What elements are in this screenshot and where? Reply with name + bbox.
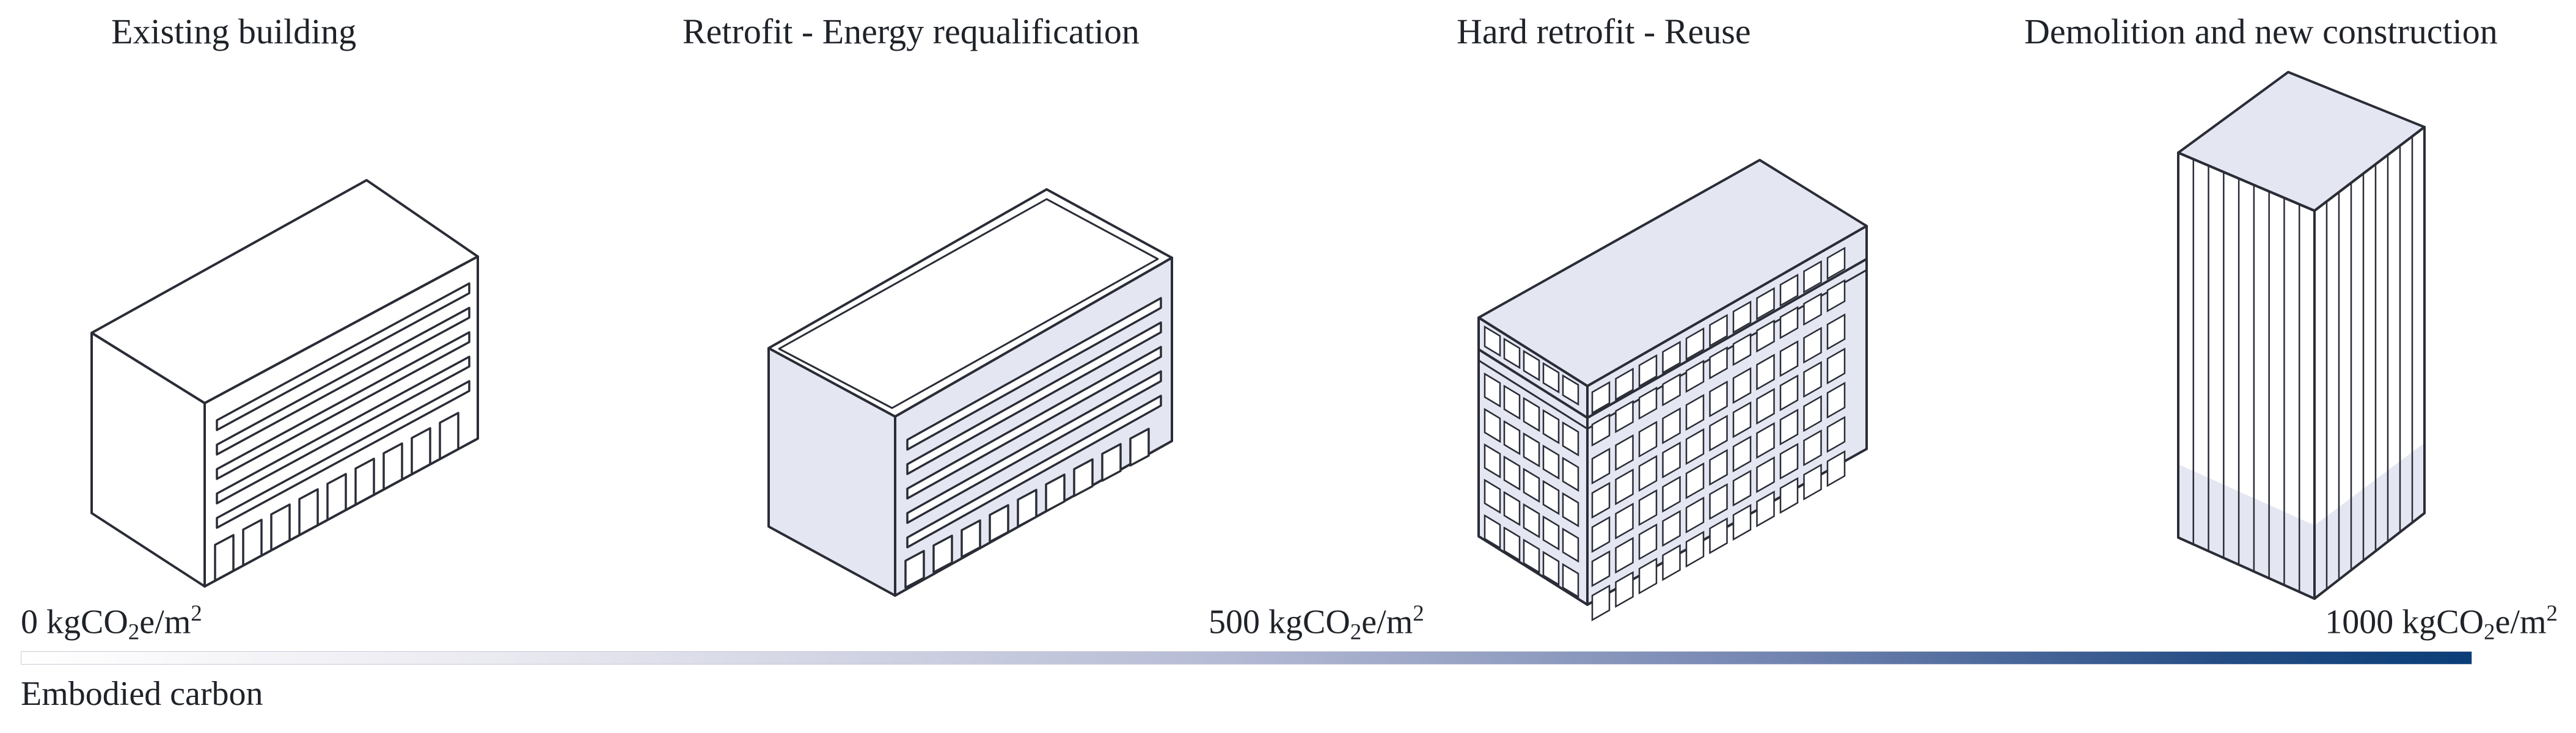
window-pane [1756,490,1775,528]
window-pane [1732,503,1752,541]
window-pane [1638,454,1658,492]
window-pane [1826,348,1846,385]
window-pane [1732,469,1752,507]
window-pane [1615,468,1634,506]
window-pane [1803,293,1822,326]
window-pane [1685,462,1705,500]
window-pane [1615,399,1634,434]
window-pane [1685,393,1705,431]
window-pane [1591,584,1611,622]
window-pane [1615,536,1634,574]
window-pane [1779,273,1799,307]
embodied-carbon-gradient-bar [21,651,2472,665]
window-pane [1803,260,1822,294]
window-pane [1779,476,1799,514]
window-pane [1638,523,1658,561]
window-pane [1662,544,1681,582]
window-pane [1709,380,1728,418]
window-pane [1826,313,1846,351]
window-pane [1615,367,1634,401]
window-pane [1591,481,1611,519]
window-pane [1591,413,1611,447]
window-pane [1709,517,1728,555]
window-pane [1638,354,1658,388]
window-pane [1826,247,1846,280]
window-pane [1615,571,1634,608]
window-pane [1779,408,1799,446]
window-pane [1638,386,1658,420]
title-retrofit-energy: Retrofit - Energy requalification [682,12,1140,51]
window-pane [1685,359,1705,393]
window-pane [1756,353,1775,391]
window-pane [1803,429,1822,467]
window-pane [1638,420,1658,458]
window-pane [1709,414,1728,452]
window-pane [1756,421,1775,459]
scale-label-mid: 500 kgCO2e/m2 [1209,600,1424,644]
window-pane [1732,401,1752,439]
window-pane [1591,381,1611,415]
window-pane [1803,361,1822,398]
window-pane [1756,319,1775,353]
window-pane [1638,557,1658,595]
window-pane [1662,441,1681,479]
window-pane [1591,516,1611,553]
window-pane [1662,475,1681,513]
window-pane [1685,327,1705,361]
window-pane [1662,373,1681,407]
window-pane [1685,428,1705,465]
window-pane [1709,483,1728,520]
window-pane [1685,530,1705,568]
window-pane [1826,416,1846,453]
window-pane [1756,387,1775,425]
window-pane [1826,382,1846,419]
window-pane [1638,489,1658,527]
window-pane [1803,327,1822,364]
window-pane [1732,332,1752,366]
window-pane [1779,340,1799,377]
window-pane [1779,442,1799,480]
scale-label-min: 0 kgCO2e/m2 [21,600,202,644]
window-pane [1826,450,1846,487]
window-pane [1709,448,1728,486]
title-existing-building: Existing building [111,12,357,51]
window-pane [1615,502,1634,540]
window-pane [1826,279,1846,313]
title-demolition-new: Demolition and new construction [2024,12,2498,51]
embodied-carbon-label: Embodied carbon [21,675,263,713]
window-pane [1803,395,1822,432]
window-pane [1662,340,1681,374]
window-pane [1779,305,1799,340]
scale-label-max: 1000 kgCO2e/m2 [2325,600,2558,644]
window-pane [1756,286,1775,321]
window-pane [1591,550,1611,588]
window-pane [1709,313,1728,348]
window-pane [1756,456,1775,494]
title-hard-retrofit: Hard retrofit - Reuse [1457,12,1751,51]
window-pane [1779,374,1799,412]
window-pane [1732,435,1752,473]
window-pane [1615,434,1634,472]
window-pane [1732,366,1752,404]
window-pane [1662,407,1681,445]
window-pane [1732,300,1752,334]
window-pane [1709,346,1728,380]
window-pane [1803,464,1822,501]
window-pane [1662,509,1681,547]
window-pane [1685,496,1705,534]
window-pane [1591,447,1611,485]
